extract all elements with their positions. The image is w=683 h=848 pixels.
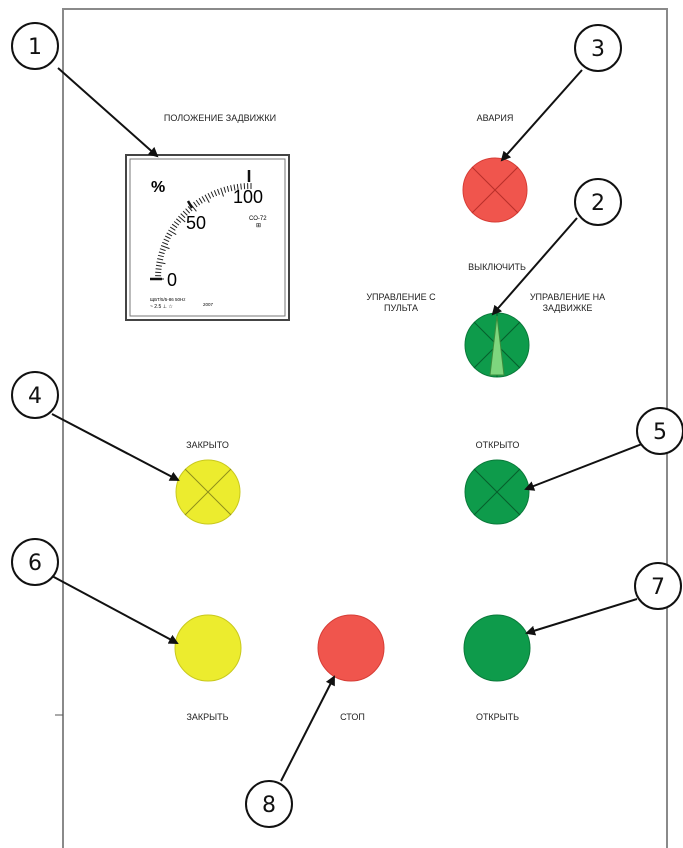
close-button[interactable]: [175, 615, 241, 681]
gauge-model: СО-72: [249, 216, 267, 222]
callout-8-arrow: [281, 677, 334, 781]
closed-indicator-lamp: [176, 460, 240, 524]
callout-3: 3: [575, 25, 621, 71]
svg-text:1: 1: [28, 35, 42, 60]
valve-position-gauge: % 100 50 0 СО-72 ⊞ ЩБТ/5/5-86 50Hz ~ 2.5…: [126, 155, 289, 320]
callout-2-arrow: [493, 218, 577, 314]
gauge-label-50: 50: [186, 213, 206, 233]
stop-button[interactable]: [318, 615, 384, 681]
opened-indicator-lamp: [465, 460, 529, 524]
gauge-spec-line2: ~ 2.5 ⊥ ☆: [150, 304, 173, 310]
gauge-year: 2007: [203, 302, 214, 307]
callout-2: 2: [575, 179, 621, 225]
open-button[interactable]: [464, 615, 530, 681]
gauge-scale-tick: [156, 269, 162, 270]
alarm-lamp: [463, 158, 527, 222]
callout-1-arrow: [58, 68, 157, 156]
svg-text:8: 8: [262, 793, 276, 818]
svg-text:6: 6: [28, 551, 42, 576]
gauge-spec-line1: ЩБТ/5/5-86 50Hz: [150, 297, 186, 302]
callout-4-arrow: [52, 414, 178, 480]
callout-5-arrow: [526, 444, 642, 489]
gauge-label-0: 0: [167, 270, 177, 290]
callout-5: 5: [637, 408, 683, 454]
callout-7-arrow: [527, 599, 637, 633]
callout-4: 4: [12, 372, 58, 418]
svg-text:4: 4: [28, 384, 42, 409]
svg-text:7: 7: [651, 575, 665, 600]
svg-text:3: 3: [591, 37, 605, 62]
callout-7: 7: [635, 563, 681, 609]
callout-3-arrow: [502, 70, 582, 160]
svg-text:2: 2: [591, 191, 605, 216]
callout-6-arrow: [52, 576, 177, 643]
mode-selector-switch[interactable]: [465, 313, 529, 377]
gauge-label-100: 100: [233, 187, 263, 207]
callout-8: 8: [246, 781, 292, 827]
gauge-unit: %: [151, 179, 165, 196]
svg-text:5: 5: [653, 420, 667, 445]
callout-1: 1: [12, 23, 58, 69]
callout-6: 6: [12, 539, 58, 585]
gauge-model-sub: ⊞: [256, 223, 261, 229]
